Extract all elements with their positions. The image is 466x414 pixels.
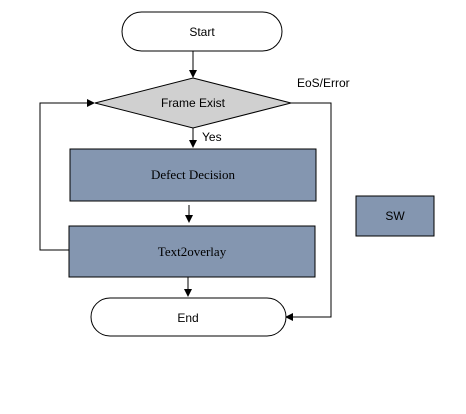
defect-decision-node: Defect Decision	[69, 148, 317, 202]
text2overlay-label: Text2overlay	[158, 244, 227, 259]
end-label: End	[177, 311, 198, 325]
start-node: Start	[121, 11, 283, 52]
arrow-loop-back	[39, 99, 95, 251]
decision-node: Frame Exist	[94, 77, 292, 129]
decision-label: Frame Exist	[161, 96, 226, 110]
legend-sw: SW	[355, 195, 435, 237]
defect-decision-label: Defect Decision	[151, 167, 236, 182]
start-label: Start	[189, 25, 215, 39]
legend-sw-label: SW	[385, 209, 405, 223]
eos-error-label: EoS/Error	[297, 76, 350, 90]
arrow-eos-to-end	[285, 102, 332, 321]
text2overlay-node: Text2overlay	[68, 225, 316, 278]
yes-label: Yes	[202, 130, 222, 144]
end-node: End	[90, 297, 287, 337]
